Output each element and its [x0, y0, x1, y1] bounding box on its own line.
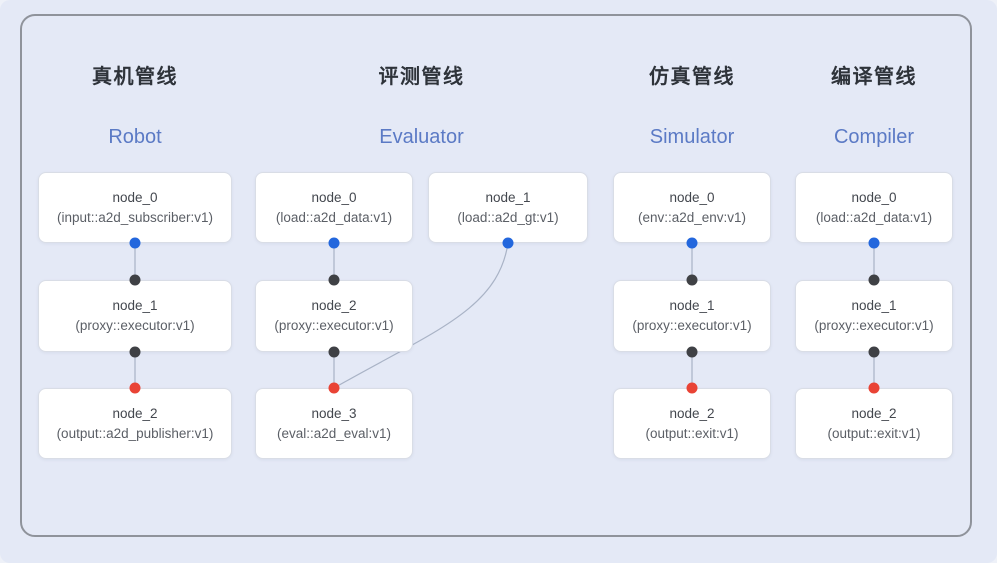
node-compiler-2: node_2 (output::exit:v1)	[795, 388, 953, 459]
output-port-dot	[502, 237, 514, 249]
node-robot-0: node_0 (input::a2d_subscriber:v1)	[38, 172, 232, 243]
node-impl: (proxy::executor:v1)	[814, 318, 934, 333]
input-port-dot	[129, 382, 141, 394]
node-name: node_2	[851, 405, 897, 421]
node-impl: (output::exit:v1)	[827, 425, 921, 441]
node-impl: (env::a2d_env:v1)	[637, 209, 747, 225]
pipeline-title-en-evaluator: Evaluator	[379, 126, 464, 148]
node-impl: (load::a2d_data:v1)	[275, 209, 393, 225]
input-port-dot	[868, 274, 880, 286]
node-evaluator-3: node_3 (eval::a2d_eval:v1)	[255, 388, 413, 459]
node-name: node_2	[669, 405, 715, 421]
node-impl: (load::a2d_data:v1)	[815, 209, 933, 225]
node-evaluator-1: node_1 (load::a2d_gt:v1)	[428, 172, 588, 243]
input-port-dot	[686, 274, 698, 286]
output-port-dot	[686, 346, 698, 358]
node-impl: (proxy::executor:v1)	[75, 318, 195, 333]
pipeline-title-zh-compiler: 编译管线	[831, 66, 917, 88]
node-impl: (load::a2d_gt:v1)	[457, 209, 559, 225]
node-name: node_3	[311, 405, 357, 421]
output-port-dot	[328, 237, 340, 249]
node-simulator-0: node_0 (env::a2d_env:v1)	[613, 172, 771, 243]
pipeline-title-zh-evaluator: 评测管线	[378, 66, 465, 88]
pipeline-title-en-robot: Robot	[108, 126, 162, 148]
output-port-dot	[129, 237, 141, 249]
node-name: node_0	[669, 189, 715, 205]
input-port-dot	[686, 382, 698, 394]
output-port-dot	[328, 346, 340, 358]
node-impl: (input::a2d_subscriber:v1)	[56, 209, 214, 225]
edge-eval-n1-n3-curve	[333, 242, 509, 389]
dashed-group-border	[20, 14, 972, 537]
node-name: node_1	[485, 189, 531, 205]
node-name: node_0	[311, 189, 357, 205]
node-evaluator-0: node_0 (load::a2d_data:v1)	[255, 172, 413, 243]
node-name: node_2	[112, 405, 158, 421]
node-simulator-1: node_1 (proxy::executor:v1)	[613, 280, 771, 352]
pipeline-title-zh-simulator: 仿真管线	[649, 66, 735, 88]
pipeline-title-en-compiler: Compiler	[833, 126, 915, 148]
output-port-dot	[868, 346, 880, 358]
node-name: node_0	[851, 189, 897, 205]
node-robot-1: node_1 (proxy::executor:v1)	[38, 280, 232, 352]
node-robot-2: node_2 (output::a2d_publisher:v1)	[38, 388, 232, 459]
node-compiler-0: node_0 (load::a2d_data:v1)	[795, 172, 953, 243]
node-name: node_0	[112, 189, 158, 205]
node-name: node_1	[669, 298, 715, 313]
output-port-dot	[868, 237, 880, 249]
output-port-dot	[129, 346, 141, 358]
node-impl: (proxy::executor:v1)	[274, 318, 394, 333]
input-port-dot	[328, 382, 340, 394]
input-port-dot	[129, 274, 141, 286]
input-port-dot	[868, 382, 880, 394]
pipeline-title-en-simulator: Simulator	[649, 126, 735, 148]
node-impl: (proxy::executor:v1)	[632, 318, 752, 333]
node-name: node_1	[851, 298, 897, 313]
node-simulator-2: node_2 (output::exit:v1)	[613, 388, 771, 459]
node-name: node_2	[311, 298, 357, 313]
input-port-dot	[328, 274, 340, 286]
node-evaluator-2: node_2 (proxy::executor:v1)	[255, 280, 413, 352]
node-impl: (output::a2d_publisher:v1)	[56, 425, 214, 441]
node-name: node_1	[112, 298, 158, 313]
node-impl: (eval::a2d_eval:v1)	[276, 425, 392, 441]
pipeline-title-zh-robot: 真机管线	[92, 66, 178, 88]
output-port-dot	[686, 237, 698, 249]
node-compiler-1: node_1 (proxy::executor:v1)	[795, 280, 953, 352]
node-impl: (output::exit:v1)	[645, 425, 739, 441]
